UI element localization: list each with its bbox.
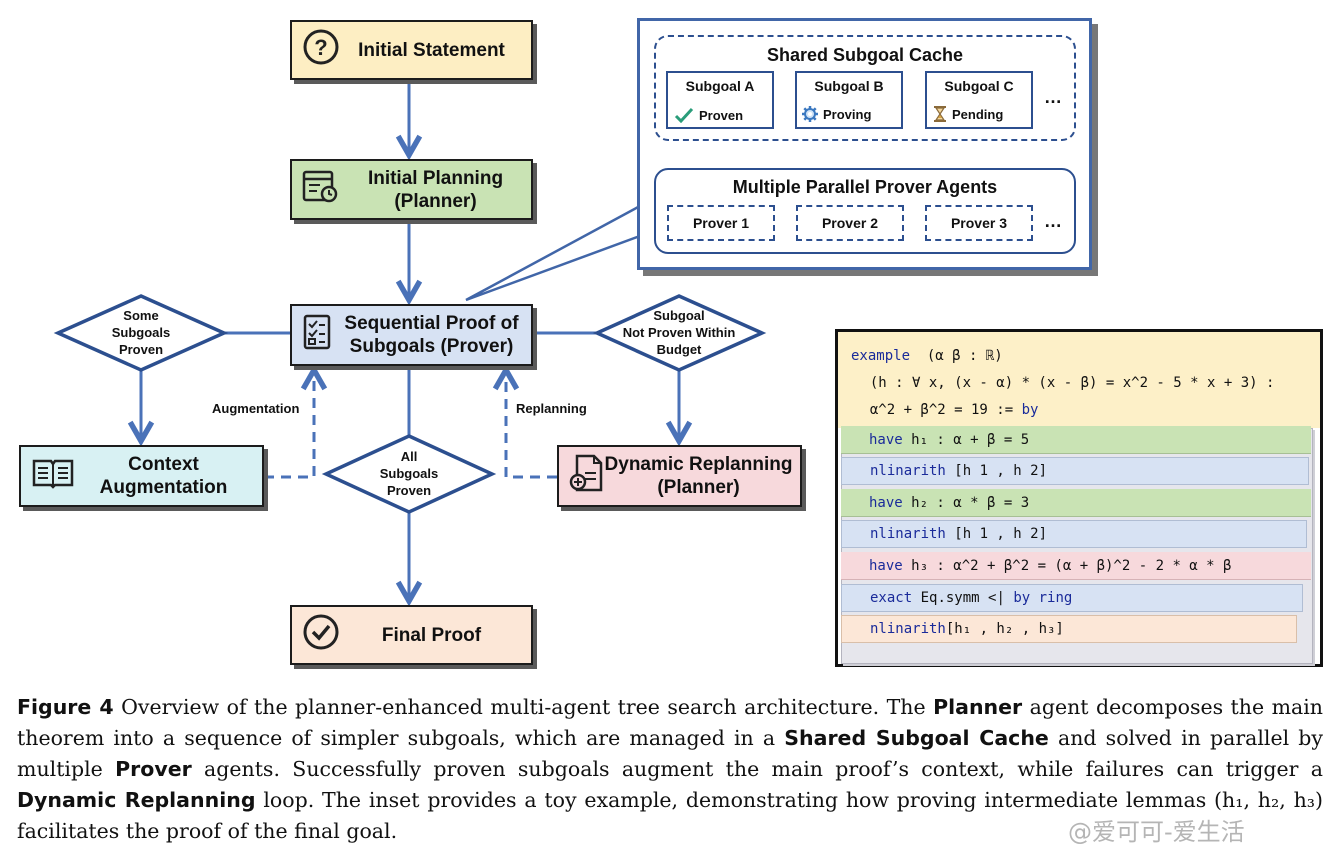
node-final-proof-label: Final Proof: [381, 624, 482, 646]
subgoal-b-status: Proving: [823, 106, 872, 122]
agents-ellipsis: …: [1044, 211, 1062, 231]
decision-notproven-line3: Budget: [657, 342, 702, 357]
hourglass-icon: [934, 106, 946, 122]
subgoal-a-name: Subgoal A: [685, 78, 755, 94]
inset-panel: Shared Subgoal Cache Subgoal A Proven Su…: [637, 18, 1092, 270]
decision-some-line1: Some: [123, 308, 158, 323]
node-context-line1: Context: [128, 454, 199, 475]
prover-agent-3: Prover 3: [925, 205, 1033, 241]
node-initial-statement: ? Initial Statement: [290, 20, 533, 80]
node-replan-line1: Dynamic Replanning: [604, 454, 793, 475]
subgoal-card-a: Subgoal A Proven: [666, 71, 774, 129]
node-replan-line2: (Planner): [657, 477, 740, 498]
check-circle-icon: [302, 613, 340, 657]
edge-label-augmentation: Augmentation: [212, 401, 299, 416]
code-line-9: exact Eq.symm <| by ring: [841, 584, 1303, 612]
prover-1-label: Prover 1: [692, 215, 750, 231]
document-plus-icon: [569, 453, 605, 499]
prover-agent-1: Prover 1: [667, 205, 775, 241]
decision-all-line1: All: [401, 449, 418, 464]
code-line-2: (h : ∀ x, (x - α) * (x - β) = x^2 - 5 * …: [853, 375, 1275, 391]
subgoal-b-name: Subgoal B: [814, 78, 884, 94]
node-sequential-proof: Sequential Proof of Subgoals (Prover): [290, 304, 533, 366]
prover-3-label: Prover 3: [950, 215, 1008, 231]
code-line-1: example (α β : ℝ): [851, 348, 1003, 364]
subgoal-c-status: Pending: [952, 106, 1004, 122]
cache-title: Shared Subgoal Cache: [766, 45, 964, 65]
checkmark-icon: [674, 107, 694, 123]
decision-some-subgoals: [53, 294, 229, 372]
node-context-augmentation: Context Augmentation: [19, 445, 264, 507]
node-dynamic-replanning: Dynamic Replanning (Planner): [557, 445, 802, 507]
shared-subgoal-cache: [654, 35, 1076, 141]
decision-all-line3: Proven: [387, 483, 431, 498]
dashed-augmentation-loop: [264, 370, 314, 479]
dashed-replanning-loop: [506, 370, 557, 479]
decision-not-proven: [592, 294, 767, 372]
prover-agent-2: Prover 2: [796, 205, 904, 241]
decision-all-proven: [321, 434, 497, 514]
code-line-5: nlinarith [h 1 , h 2]: [841, 457, 1309, 485]
decision-all-line2: Subgoals: [380, 466, 439, 481]
prover-2-label: Prover 2: [821, 215, 879, 231]
decision-some-line3: Proven: [119, 342, 163, 357]
code-line-6: have h₂ : α * β = 3: [841, 489, 1311, 517]
subgoal-c-name: Subgoal C: [944, 78, 1014, 94]
code-line-10: nlinarith[h₁ , h₂ , h₃]: [841, 615, 1297, 643]
caption-figure-label: Figure 4: [17, 695, 114, 719]
node-sequential-proof-line1: Sequential Proof of: [344, 313, 519, 334]
decision-notproven-line2: Not Proven Within: [623, 325, 736, 340]
cache-ellipsis: …: [1044, 87, 1062, 107]
edge-label-replanning: Replanning: [516, 401, 587, 416]
code-example-panel: example (α β : ℝ) (h : ∀ x, (x - α) * (x…: [835, 329, 1323, 667]
decision-notproven-line1: Subgoal: [653, 308, 704, 323]
book-icon: [31, 456, 75, 496]
watermark: @爱可可-爱生活: [1068, 818, 1245, 846]
node-initial-planning: Initial Planning (Planner): [290, 159, 533, 220]
gear-icon: [802, 106, 818, 122]
code-line-4: have h₁ : α + β = 5: [841, 426, 1311, 454]
callout-wedge: [465, 203, 642, 302]
question-icon: ?: [302, 28, 340, 72]
checklist-icon: [302, 313, 334, 357]
node-final-proof: Final Proof: [290, 605, 533, 665]
code-line-7: nlinarith [h 1 , h 2]: [841, 520, 1307, 548]
node-initial-statement-label: Initial Statement: [358, 39, 505, 61]
node-context-line2: Augmentation: [99, 477, 228, 498]
svg-text:?: ?: [314, 35, 327, 60]
subgoal-card-b: Subgoal B Proving: [795, 71, 903, 129]
figure-caption: Figure 4 Overview of the planner-enhance…: [17, 695, 1323, 843]
subgoal-card-c: Subgoal C Pending: [925, 71, 1033, 129]
flow-connectors: Some Subgoals Proven Subgoal Not Proven …: [53, 80, 1340, 700]
node-sequential-proof-line2: Subgoals (Prover): [349, 336, 514, 357]
code-header-bg: [838, 332, 1320, 428]
code-line-3: α^2 + β^2 = 19 := by: [853, 402, 1039, 418]
decision-some-line2: Subgoals: [112, 325, 171, 340]
agents-title: Multiple Parallel Prover Agents: [732, 177, 998, 197]
code-line-8: have h₃ : α^2 + β^2 = (α + β)^2 - 2 * α …: [841, 552, 1311, 580]
calendar-icon: [302, 169, 340, 211]
prover-agents-group: [654, 168, 1076, 254]
node-initial-planning-line2: (Planner): [394, 190, 477, 212]
node-initial-planning-line1: Initial Planning: [367, 167, 504, 189]
subgoal-a-status: Proven: [699, 107, 744, 123]
